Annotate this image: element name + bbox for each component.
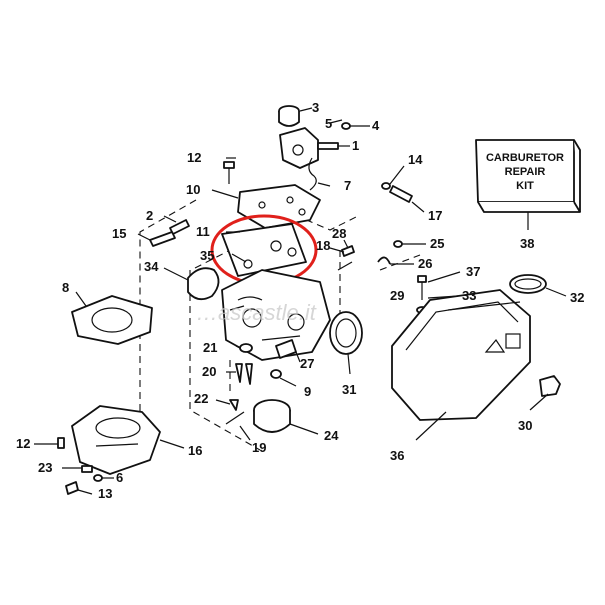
part-5-pump-body: [279, 127, 339, 169]
callout-23: 23: [38, 460, 52, 475]
part-11-35-gasket-plate: [221, 223, 307, 277]
part-25-26-small: [377, 240, 403, 265]
kit-line-3: KIT: [516, 180, 534, 192]
part-34-gasket: [187, 267, 220, 301]
kit-line-2: REPAIR: [505, 166, 546, 178]
part-32-clamp: [509, 274, 547, 294]
callout-3: 3: [312, 100, 319, 115]
callout-19: 19: [252, 440, 266, 455]
part-31-oring: [329, 311, 363, 355]
callout-labels: 1 2 3 4 5 6 7 8 9 10 11 12 12 13 14 15 1…: [16, 100, 584, 501]
part-12-top-screw: [223, 161, 235, 184]
callout-12-bottom: 12: [16, 436, 30, 451]
kit-line-1: CARBURETOR: [486, 152, 564, 164]
lower-small-parts: [57, 437, 103, 495]
part-30-plug: [539, 375, 561, 397]
leader-lines: [34, 107, 567, 495]
callout-38: 38: [520, 236, 534, 251]
callout-30: 30: [518, 418, 532, 433]
callout-18: 18: [316, 238, 330, 253]
part-16-float-bowl: [71, 405, 161, 475]
part-14-17-screws: [381, 182, 413, 203]
carburetor-body: [221, 269, 331, 361]
callout-37: 37: [466, 264, 480, 279]
callout-17: 17: [428, 208, 442, 223]
callout-9: 9: [304, 384, 311, 399]
callout-36: 36: [390, 448, 404, 463]
callout-32: 32: [570, 290, 584, 305]
part-3-fuel-cap: [278, 105, 300, 127]
callout-11: 11: [196, 224, 210, 239]
callout-14: 14: [408, 152, 423, 167]
repair-kit-box: CARBURETOR REPAIR KIT: [475, 139, 581, 213]
callout-29: 29: [390, 288, 404, 303]
callout-7: 7: [344, 178, 351, 193]
part-2-15-screws: [149, 219, 190, 247]
callout-15: 15: [112, 226, 126, 241]
callout-26: 26: [418, 256, 432, 271]
callout-6: 6: [116, 470, 123, 485]
callout-1: 1: [352, 138, 359, 153]
callout-4: 4: [372, 118, 380, 133]
part-24-float: [253, 399, 291, 433]
callout-35: 35: [200, 248, 214, 263]
callout-13: 13: [98, 486, 112, 501]
callout-31: 31: [342, 382, 356, 397]
part-10-upper-plate: [237, 184, 321, 229]
callout-27: 27: [300, 356, 314, 371]
part-8-flange-gasket: [71, 295, 153, 345]
callout-21: 21: [203, 340, 217, 355]
callout-22: 22: [194, 391, 208, 406]
mid-small-parts: [225, 339, 297, 425]
callout-20: 20: [202, 364, 216, 379]
callout-34: 34: [144, 259, 159, 274]
callout-24: 24: [324, 428, 339, 443]
callout-12-top: 12: [187, 150, 201, 165]
callout-8: 8: [62, 280, 69, 295]
callout-33: 33: [462, 288, 476, 303]
callout-28: 28: [332, 226, 346, 241]
watermark: …ascastle.it: [196, 300, 317, 325]
callout-2: 2: [146, 208, 153, 223]
callout-5: 5: [325, 116, 332, 131]
callout-25: 25: [430, 236, 444, 251]
callout-10: 10: [186, 182, 200, 197]
part-36-silencer: [391, 289, 531, 421]
part-7-link: [308, 157, 317, 191]
callout-16: 16: [188, 443, 202, 458]
part-4-clip: [341, 122, 351, 130]
part-18-28-needle: [337, 245, 355, 271]
